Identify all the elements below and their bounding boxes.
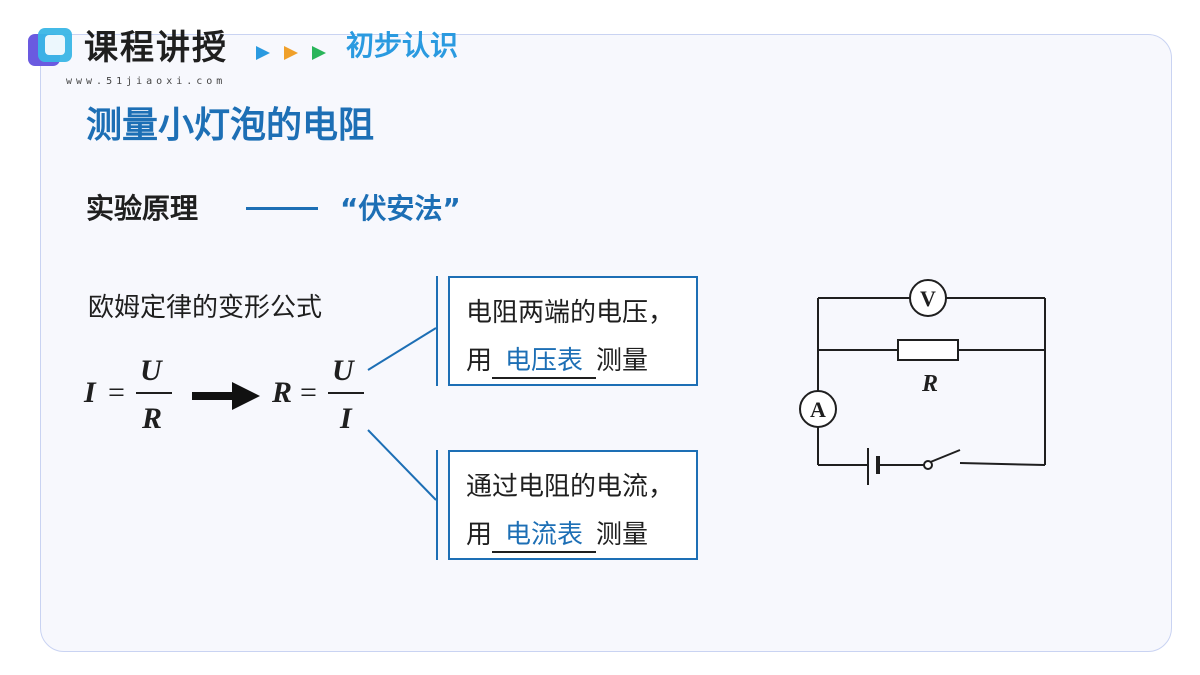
formula-right-eq: = <box>300 376 317 409</box>
current-suffix: 测量 <box>596 520 649 550</box>
voltmeter-label: V <box>920 286 936 311</box>
switch-pivot <box>923 460 933 470</box>
voltmeter-symbol <box>909 279 947 317</box>
triple-arrow-icon <box>256 46 326 60</box>
current-box: 通过电阻的电流， 用电流表测量 <box>448 450 698 560</box>
formula-left-eq: = <box>108 376 125 409</box>
sub-heading: 实验原理 <box>86 192 199 225</box>
voltage-box-line2: 用电压表测量 <box>466 340 648 379</box>
current-box-line1: 通过电阻的电流， <box>466 472 675 502</box>
implies-arrow-icon <box>192 382 260 410</box>
current-answer-blank: 电流表 <box>492 514 597 553</box>
resistor-label: R <box>921 371 938 397</box>
formula-right-denominator: I <box>340 402 352 435</box>
arrow-green-icon <box>312 46 326 60</box>
heading-dash <box>246 207 318 210</box>
course-logo-icon <box>28 28 72 66</box>
brand-url: www.51jiaoxi.com <box>66 76 227 87</box>
connector-lines <box>367 327 437 501</box>
arrow-blue-icon <box>256 46 270 60</box>
box-accent-bar <box>436 276 438 386</box>
fraction-bar <box>328 392 364 394</box>
voltage-answer-blank: 电压表 <box>492 340 597 379</box>
voltage-suffix: 测量 <box>596 346 649 376</box>
current-box-line2: 用电流表测量 <box>466 514 648 553</box>
resistor-symbol <box>897 339 959 361</box>
circuit-diagram: V A R <box>799 279 1046 485</box>
ohm-law-label: 欧姆定律的变形公式 <box>88 293 323 323</box>
formula-left-numerator: U <box>140 354 162 387</box>
method-name: “伏安法” <box>340 192 461 225</box>
fraction-bar <box>136 392 172 394</box>
formula-left-lhs: I <box>84 376 96 409</box>
ammeter-label: A <box>810 397 826 422</box>
page-title: 测量小灯泡的电阻 <box>86 105 375 146</box>
voltage-box: 电阻两端的电压， 用电压表测量 <box>448 276 698 386</box>
formula-right-numerator: U <box>332 354 354 387</box>
voltage-box-line1: 电阻两端的电压， <box>466 298 675 328</box>
box-accent-bar <box>436 450 438 560</box>
formula-right-lhs: R <box>272 376 293 409</box>
formula-left-denominator: R <box>142 402 163 435</box>
ammeter-symbol <box>799 390 837 428</box>
arrow-orange-icon <box>284 46 298 60</box>
brand-title: 课程讲授 <box>84 28 228 68</box>
current-prefix: 用 <box>466 520 493 550</box>
voltage-prefix: 用 <box>466 346 493 376</box>
section-tag: 初步认识 <box>346 29 459 62</box>
